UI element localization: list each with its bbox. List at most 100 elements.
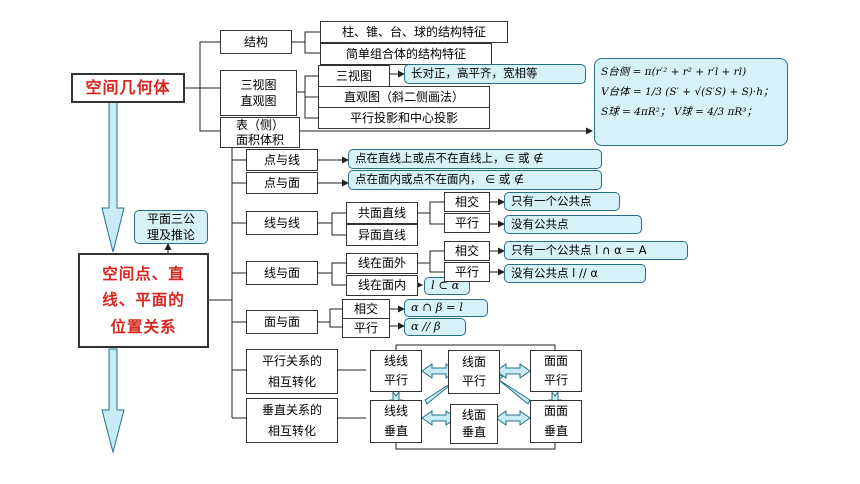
line-plane-label: 线与面 xyxy=(263,265,300,280)
main-node-position-relations: 空间点、直 线、平面的 位置关系 xyxy=(78,253,209,348)
structure-item-label: 柱、锥、台、球的结构特征 xyxy=(341,24,486,39)
node-line: 线面 xyxy=(461,354,486,369)
pp-parallel-expr: α // β xyxy=(411,319,441,334)
lp-parallel-node: 平行 xyxy=(444,262,490,282)
node-line: 平行 xyxy=(543,373,568,387)
views-note-label: 长对正，高平齐，宽相等 xyxy=(411,66,538,81)
node-line: 垂直 xyxy=(461,425,486,439)
line-line-parallel-node: 线线 平行 xyxy=(370,350,422,392)
main-node-line: 空间点、直 xyxy=(102,264,185,283)
lp-no-point-note: 没有公共点 l // α xyxy=(504,264,646,283)
node-line: 平行 xyxy=(383,373,408,387)
node-line: 面面 xyxy=(543,353,568,368)
node-line: 面面 xyxy=(543,404,568,419)
structure-label: 结构 xyxy=(243,34,268,49)
plane-plane-parallel-node: 面面 平行 xyxy=(530,350,582,392)
point-plane-node: 点与面 xyxy=(246,172,318,194)
axiom-line: 平面三公 xyxy=(146,211,195,226)
plane-plane-label: 面与面 xyxy=(263,314,300,329)
point-line-note: 点在直线上或点不在直线上，∈ 或 ∉ xyxy=(348,149,602,169)
plane-plane-perpendicular-node: 面面 垂直 xyxy=(530,400,582,443)
perpendicular-relation-line: 相互转化 xyxy=(267,423,316,438)
node-line: 线线 xyxy=(383,404,408,419)
node-line: 线面 xyxy=(461,407,486,422)
formula-sphere: S球 = 4πR²； V球 = 4/3 πR³； xyxy=(601,105,758,118)
point-plane-note-label: 点在面内或点不在面内， ∈ 或 ∉ xyxy=(355,172,525,187)
ll-one-point-note: 只有一个公共点 xyxy=(504,192,620,211)
views-item-label: 三视图 xyxy=(335,68,372,83)
inside-label: 线在面内 xyxy=(357,278,406,293)
structure-item: 柱、锥、台、球的结构特征 xyxy=(320,21,508,43)
parallel-relation-line: 相互转化 xyxy=(267,374,316,389)
structure-item-label: 简单组合体的结构特征 xyxy=(345,46,466,61)
views-item: 直观图（斜二侧画法） xyxy=(318,86,490,108)
point-plane-label: 点与面 xyxy=(263,175,300,190)
pp-intersect-note: α ∩ β = l xyxy=(404,299,488,317)
intersect-label: 相交 xyxy=(454,194,479,209)
line-plane-node: 线与面 xyxy=(246,261,318,285)
main-node-label: 空间几何体 xyxy=(85,78,171,98)
node-line: 线线 xyxy=(383,353,408,368)
line-line-node: 线与线 xyxy=(246,211,318,235)
pp-parallel-note: α // β xyxy=(404,318,466,336)
parallel-relation-node: 平行关系的 相互转化 xyxy=(246,349,338,394)
views-item: 平行投影和中心投影 xyxy=(318,107,490,129)
point-line-node: 点与线 xyxy=(246,149,318,171)
coplanar-node: 共面直线 xyxy=(346,202,418,224)
point-plane-note: 点在面内或点不在面内， ∈ 或 ∉ xyxy=(348,170,602,190)
formula-frustum-volume: V台体 = 1/3 (S′ + √(S′S) + S)·h； xyxy=(601,85,774,98)
node-line: 垂直 xyxy=(543,423,568,438)
area-line: 面积体积 xyxy=(235,132,284,147)
main-node-line: 线、平面的 xyxy=(102,291,185,310)
node-line: 平行 xyxy=(461,374,486,388)
structure-item: 简单组合体的结构特征 xyxy=(320,43,492,65)
ll-intersect-node: 相交 xyxy=(444,192,490,212)
outside-label: 线在面外 xyxy=(357,256,406,271)
views-note: 长对正，高平齐，宽相等 xyxy=(404,64,586,84)
views-line: 直观图 xyxy=(240,94,277,108)
point-line-note-label: 点在直线上或点不在直线上，∈ 或 ∉ xyxy=(355,151,544,166)
structure-node: 结构 xyxy=(220,30,292,54)
pp-parallel-node: 平行 xyxy=(342,318,390,338)
formula-box: S台侧 = π(r′² + r² + r′l + rl) V台体 = 1/3 (… xyxy=(594,58,788,146)
skew-label: 异面直线 xyxy=(357,227,406,242)
perpendicular-relation-line: 垂直关系的 xyxy=(261,402,322,417)
point-line-label: 点与线 xyxy=(263,152,300,167)
line-plane-parallel-node: 线面 平行 xyxy=(448,350,500,394)
lp-one-point-note: 只有一个公共点 l ∩ α = A xyxy=(504,241,688,260)
area-line: 表（侧） xyxy=(235,118,284,133)
views-item: 三视图 xyxy=(318,65,390,87)
axiom-line: 理及推论 xyxy=(146,228,195,242)
pp-intersect-node: 相交 xyxy=(342,299,390,319)
parallel-relation-line: 平行关系的 xyxy=(261,353,322,368)
main-node-solid-geometry: 空间几何体 xyxy=(71,73,185,103)
lp-no-point-label: 没有公共点 l // α xyxy=(511,265,598,280)
intersect-label: 相交 xyxy=(353,301,378,316)
line-line-perpendicular-node: 线线 垂直 xyxy=(370,400,422,443)
views-item-label: 平行投影和中心投影 xyxy=(349,110,458,125)
axiom-node: 平面三公 理及推论 xyxy=(134,210,208,244)
coplanar-label: 共面直线 xyxy=(357,205,406,220)
ll-parallel-node: 平行 xyxy=(444,213,490,233)
parallel-label: 平行 xyxy=(454,215,479,230)
lp-intersect-node: 相交 xyxy=(444,241,490,261)
inside-node: 线在面内 xyxy=(346,275,418,296)
perpendicular-relation-node: 垂直关系的 相互转化 xyxy=(246,398,338,443)
pp-intersect-expr: α ∩ β = l xyxy=(411,300,463,315)
lp-one-point-label: 只有一个公共点 l ∩ α = A xyxy=(511,242,647,257)
plane-plane-node: 面与面 xyxy=(246,310,318,334)
views-node: 三视图 直观图 xyxy=(220,70,297,116)
line-line-label: 线与线 xyxy=(263,215,300,230)
outside-node: 线在面外 xyxy=(346,253,418,274)
views-line: 三视图 xyxy=(240,77,277,92)
ll-no-point-note: 没有公共点 xyxy=(504,215,642,234)
one-point-label: 只有一个公共点 xyxy=(511,193,592,208)
parallel-label: 平行 xyxy=(454,264,479,279)
no-point-label: 没有公共点 xyxy=(511,216,569,231)
intersect-label: 相交 xyxy=(454,243,479,258)
views-item-label: 直观图（斜二侧画法） xyxy=(343,89,464,104)
node-line: 垂直 xyxy=(383,423,408,438)
formula-frustum-area: S台侧 = π(r′² + r² + r′l + rl) xyxy=(601,66,747,78)
line-plane-perpendicular-node: 线面 垂直 xyxy=(450,404,498,444)
